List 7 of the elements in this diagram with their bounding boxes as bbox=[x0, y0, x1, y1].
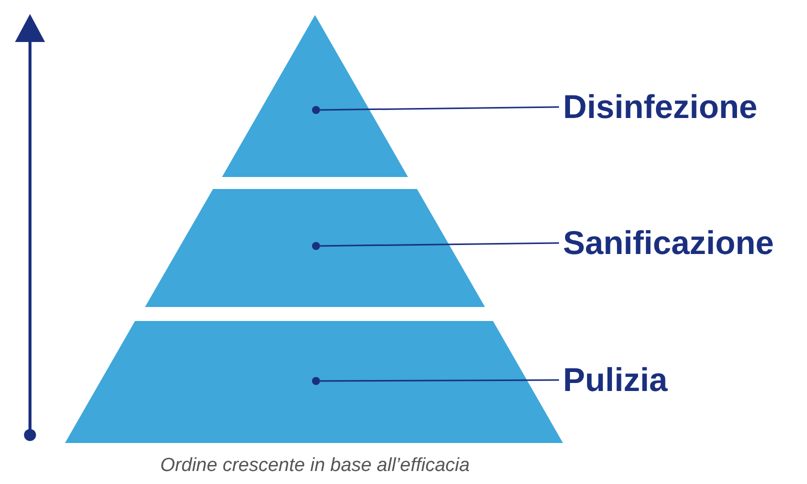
leader-line bbox=[312, 377, 559, 385]
leader-line bbox=[312, 242, 559, 250]
caption: Ordine crescente in base all’efficacia bbox=[159, 455, 471, 477]
tier-label: Disinfezione bbox=[563, 87, 758, 127]
tier-label: Sanificazione bbox=[563, 223, 774, 263]
tier-label: Pulizia bbox=[563, 360, 668, 400]
leader-line bbox=[312, 106, 559, 114]
